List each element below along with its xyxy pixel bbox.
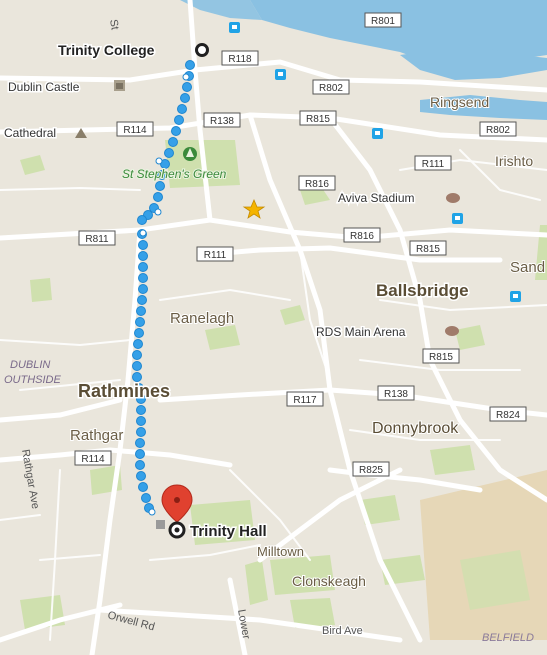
- label-clonskeagh: Clonskeagh: [292, 573, 366, 589]
- label-st: St: [107, 18, 121, 30]
- church-icon: [75, 128, 87, 138]
- svg-text:R815: R815: [306, 114, 330, 125]
- tram-stop-icon: [229, 22, 240, 33]
- stadium-icon: [446, 193, 460, 203]
- road-shield: R816: [298, 175, 336, 191]
- svg-text:R117: R117: [293, 395, 317, 406]
- road-shield: R111: [414, 155, 452, 171]
- label-milltown: Milltown: [257, 544, 304, 559]
- campus-area: [420, 470, 547, 640]
- place-labels: Trinity College St Dublin Castle Cathedr…: [3, 18, 547, 644]
- tram-stop-icon: [372, 128, 383, 139]
- svg-text:R118: R118: [228, 54, 252, 65]
- svg-text:R114: R114: [123, 125, 147, 136]
- label-bird-ave: Bird Ave: [322, 625, 363, 637]
- park-areas: [20, 140, 547, 630]
- label-lower: Lower: [235, 608, 252, 640]
- label-cathedral: Cathedral: [4, 126, 56, 140]
- water-area: [180, 0, 547, 120]
- svg-text:R111: R111: [204, 250, 227, 261]
- start-marker[interactable]: [195, 43, 209, 57]
- road-shield: R824: [489, 406, 527, 422]
- castle-icon: [114, 80, 125, 91]
- road-shield: R815: [409, 240, 447, 256]
- road-shields: R801 R118 R802 R802 R815 R114 R138 R111 …: [74, 12, 527, 477]
- road-shield: R801: [364, 12, 402, 28]
- road-shield: R114: [74, 450, 112, 466]
- road-shield: R815: [299, 110, 337, 126]
- label-dublin-southside-1: DUBLIN: [10, 359, 50, 371]
- route-path: [132, 60, 195, 529]
- svg-text:R825: R825: [359, 465, 383, 476]
- tram-stop-icon: [452, 213, 463, 224]
- tree-icon: [183, 147, 197, 161]
- svg-text:R824: R824: [496, 410, 520, 421]
- road-shield: R811: [78, 230, 116, 246]
- road-shield: R816: [343, 227, 381, 243]
- road-shield: R802: [312, 79, 350, 95]
- label-irishtown: Irishto: [495, 153, 533, 169]
- svg-text:R138: R138: [210, 116, 234, 127]
- label-rds-arena: RDS Main Arena: [316, 325, 406, 339]
- label-ballsbridge: Ballsbridge: [376, 281, 469, 300]
- svg-text:R114: R114: [81, 454, 105, 465]
- svg-text:R816: R816: [305, 179, 329, 190]
- svg-text:R801: R801: [371, 16, 395, 27]
- label-ranelagh: Ranelagh: [170, 310, 234, 327]
- svg-text:R802: R802: [486, 125, 510, 136]
- svg-text:R111: R111: [422, 159, 445, 170]
- svg-text:R815: R815: [416, 244, 440, 255]
- road-shield: R825: [352, 461, 390, 477]
- road-shield: R117: [286, 391, 324, 407]
- road-shield: R138: [377, 385, 415, 401]
- road-shield: R138: [203, 112, 241, 128]
- road-shield: R114: [116, 121, 154, 137]
- destination-pin-icon[interactable]: [161, 484, 193, 539]
- road-shield: R815: [422, 348, 460, 364]
- label-dublin-southside-2: OUTHSIDE: [4, 374, 62, 386]
- label-donnybrook: Donnybrook: [372, 420, 459, 437]
- road-shield: R802: [479, 121, 517, 137]
- stadium-icon: [445, 326, 459, 336]
- svg-text:R815: R815: [429, 352, 453, 363]
- star-icon: [242, 198, 266, 219]
- label-ringsend: Ringsend: [430, 94, 489, 110]
- label-aviva-stadium: Aviva Stadium: [338, 191, 414, 205]
- landmark-icons: [75, 80, 460, 336]
- label-rathmines: Rathmines: [78, 381, 170, 401]
- road-shield: R111: [196, 246, 234, 262]
- transit-icons: [229, 22, 521, 302]
- svg-text:R816: R816: [350, 231, 374, 242]
- tram-stop-icon: [510, 291, 521, 302]
- label-dublin-castle: Dublin Castle: [8, 80, 80, 94]
- label-trinity-hall: Trinity Hall: [190, 523, 267, 540]
- tram-stop-icon: [275, 69, 286, 80]
- label-rathgar: Rathgar: [70, 427, 123, 444]
- svg-text:R802: R802: [319, 83, 343, 94]
- label-belfield: BELFIELD: [482, 632, 534, 644]
- label-trinity-college: Trinity College: [58, 42, 155, 58]
- road-shield: R118: [221, 50, 259, 66]
- label-sandymount: Sand: [510, 259, 545, 276]
- label-st-stephens-green: St Stephen's Green: [122, 167, 227, 181]
- svg-text:R138: R138: [384, 389, 408, 400]
- svg-text:R811: R811: [85, 234, 109, 245]
